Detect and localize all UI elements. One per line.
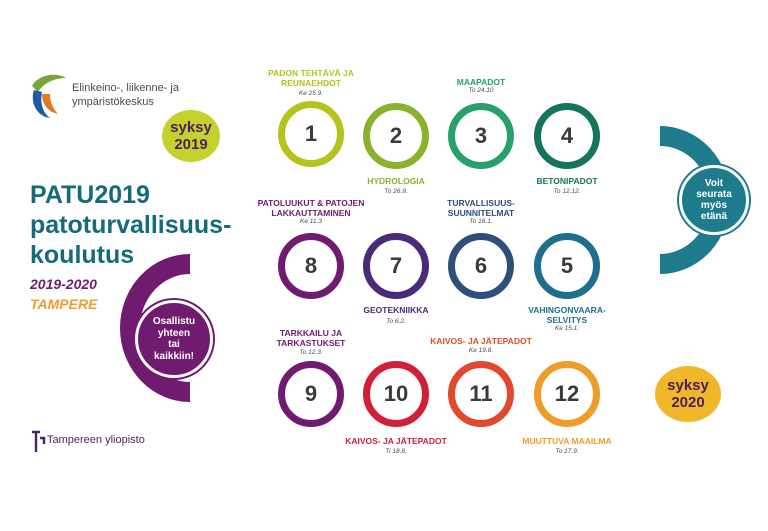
session-date-5: Ke 15.1. [554,325,580,332]
session-date-1: Ke 25.9. [298,90,324,97]
session-label-3: MAAPADOT [456,77,506,87]
road-left-curve [120,254,191,402]
session-node-8: 8 [278,233,344,299]
tampere-university-logo: Tampereen yliopisto [30,428,190,458]
session-date-12: To 17.9. [555,448,579,455]
session-label-1: PADON TEHTÄVÄ JA REUNAEHDOT [268,68,354,88]
session-node-6: 6 [448,233,514,299]
session-label-10: KAIVOS- JA JÄTEPADOT [345,436,447,446]
session-node-5: 5 [534,233,600,299]
session-node-3: 3 [448,103,514,169]
session-label-12: MUUTTUVA MAAILMA [522,436,612,446]
course-years: 2019-2020 [30,276,97,292]
session-date-9: To 12.3. [299,349,323,356]
session-label-4: BETONIPADOT [536,176,598,186]
session-label-11: KAIVOS- JA JÄTEPADOT [430,336,532,346]
course-city: TAMPERE [30,296,98,312]
session-node-11: 11 [448,361,514,427]
start-badge: syksy 2019 [162,110,220,162]
page-title: PATU2019 patoturvallisuus- koulutus [30,181,232,269]
session-date-2: To 26.9. [384,188,408,195]
session-node-7: 7 [363,233,429,299]
session-date-7: To 6.2. [386,318,406,325]
session-label-5: VAHINGONVAARA- SELVITYS [528,305,606,325]
session-node-10: 10 [363,361,429,427]
session-label-9: TARKKAILU JA TARKASTUKSET [276,328,346,348]
end-badge: syksy 2020 [655,366,721,422]
session-label-6: TURVALLISUUS- SUUNNITELMAT [447,198,515,218]
session-node-4: 4 [534,103,600,169]
ely-logo: Elinkeino-, liikenne- ja ympäristökeskus [28,72,218,122]
session-date-3: To 24.10 [468,87,494,94]
join-badge: Osallistu yhteen tai kaikkiin! [135,300,213,378]
session-node-12: 12 [534,361,600,427]
session-date-4: To 12.12. [553,188,581,195]
session-node-2: 2 [363,103,429,169]
session-node-1: 1 [278,101,344,167]
session-date-11: Ke 19.8. [468,347,494,354]
tuni-mark-icon [32,430,46,452]
session-label-7: GEOTEKNIIKKA [363,305,429,315]
ely-logo-text: Elinkeino-, liikenne- ja ympäristökeskus [72,82,179,108]
session-node-9: 9 [278,361,344,427]
tampere-university-name: Tampereen yliopisto [47,434,145,446]
session-label-2: HYDROLOGIA [367,176,425,186]
ely-leaf-icon [32,74,66,118]
remote-badge: Voit seurata myös etänä [679,165,749,235]
session-label-8: PATOLUUKUT & PATOJEN LAKKAUTTAMINEN [257,198,365,218]
session-date-8: Ke 11.3 [300,218,322,225]
session-date-10: Ti 18.8. [385,448,407,455]
session-date-6: To 16.1. [469,218,493,225]
